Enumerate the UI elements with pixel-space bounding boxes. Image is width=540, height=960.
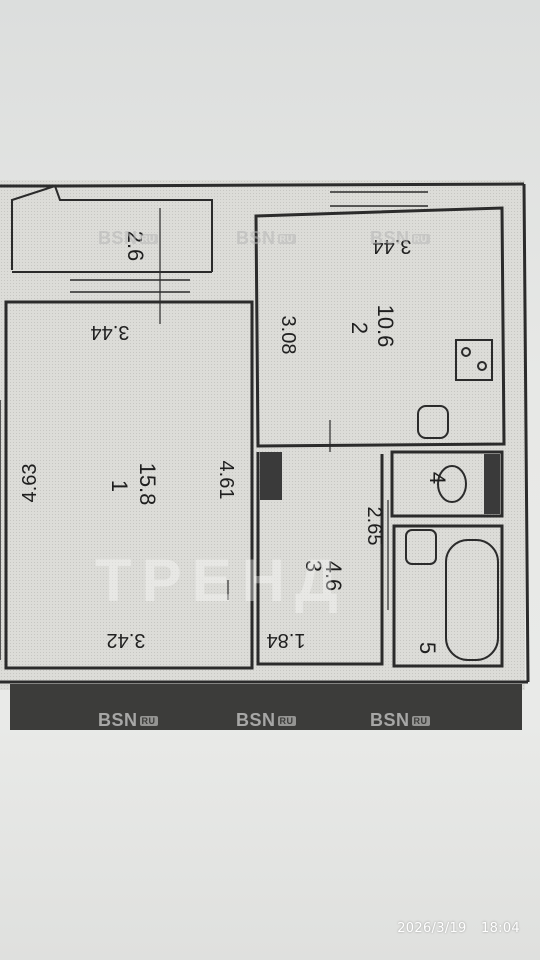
room-3-area: 4.6 bbox=[321, 561, 346, 592]
agency-watermark: ТРЕНД bbox=[95, 547, 348, 614]
top-wall bbox=[0, 182, 525, 188]
room-2-walls bbox=[254, 206, 506, 448]
room-2-area: 10.6 bbox=[373, 305, 398, 348]
dim-room2-left: 3.08 bbox=[277, 316, 299, 355]
dim-room1-right: 4.61 bbox=[215, 461, 237, 500]
room-2-number: 2 bbox=[347, 322, 372, 334]
dim-room1-left: 4.63 bbox=[19, 464, 41, 503]
timestamp-date: 2026/3/19 bbox=[397, 921, 467, 936]
floor-plan-sheet bbox=[0, 180, 525, 690]
sheet-shadow bbox=[10, 684, 522, 730]
room-5-walls bbox=[392, 524, 504, 668]
room-1-number: 1 bbox=[107, 480, 132, 492]
photo-timestamp: 2026/3/19 18:04 bbox=[397, 921, 520, 936]
timestamp-time: 18:04 bbox=[481, 921, 520, 936]
room-5-number: 5 bbox=[415, 642, 440, 654]
room-1-area: 15.8 bbox=[135, 463, 160, 506]
room-3-number: 3 bbox=[301, 560, 326, 572]
room-4-walls bbox=[390, 450, 504, 518]
room-1-walls bbox=[4, 300, 254, 670]
dim-hall-length: 2.65 bbox=[363, 507, 385, 546]
room-4-number: 4 bbox=[425, 472, 450, 484]
dim-room2-top: 3.44 bbox=[373, 235, 412, 257]
dim-room1-top: 3.44 bbox=[91, 321, 130, 343]
dim-room1-bottom: 3.42 bbox=[107, 629, 146, 651]
right-wall bbox=[522, 183, 530, 683]
dim-hall-width: 1.84 bbox=[267, 629, 306, 651]
room-3-walls bbox=[256, 452, 384, 666]
